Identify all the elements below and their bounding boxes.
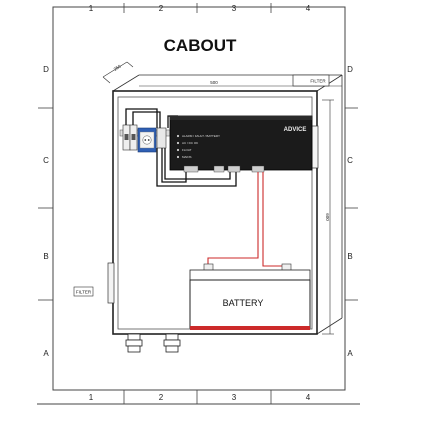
cable-gland-1-icon: [125, 333, 143, 353]
device-brand: ADVICE: [284, 127, 307, 133]
device-label-2: AC / DC OK: [182, 141, 198, 145]
device-terminal-1: [183, 165, 199, 173]
device-terminal-2: [213, 165, 225, 173]
cable-glands: [125, 333, 181, 353]
status-led-4-icon: [176, 155, 180, 159]
power-outlet: [137, 127, 157, 153]
height-dimension: 600: [322, 99, 334, 335]
grid-right: D C B A: [345, 65, 358, 358]
device-terminal-4: [251, 165, 265, 173]
col-label-bottom-1: 1: [89, 393, 94, 402]
col-label-top-3: 3: [232, 4, 237, 13]
battery-top: [189, 269, 311, 281]
advice-power-supply: ADVICE ALARM / FAULT / BATTERY AC / DC O…: [169, 115, 313, 173]
device-label-1: ALARM / FAULT / BATTERY: [182, 134, 220, 138]
filter-left-label: FILTER: [76, 289, 92, 294]
col-label-bottom-3: 3: [232, 393, 237, 402]
grid-bottom: 1 2 3 4: [89, 390, 311, 404]
circuit-breakers: [122, 124, 138, 151]
width-dimension-label: 500: [210, 80, 218, 85]
hinge-right: [311, 125, 319, 169]
row-label-left-a: A: [43, 349, 49, 358]
terminal-block: [156, 127, 167, 149]
grid-left: D C B A: [38, 65, 53, 358]
depth-dimension-label: 250: [113, 63, 122, 71]
status-led-3-icon: [176, 148, 180, 152]
col-label-top-2: 2: [159, 4, 164, 13]
row-label-right-c: C: [347, 156, 353, 165]
row-label-left-c: C: [43, 156, 49, 165]
battery-base: [190, 326, 310, 330]
col-label-bottom-4: 4: [306, 393, 311, 402]
height-dimension-label: 600: [325, 213, 330, 221]
col-label-top-1: 1: [89, 4, 94, 13]
device-terminal-3: [227, 165, 241, 173]
drawing-title: CABOUT: [164, 36, 237, 55]
filter-top: FILTER: [292, 74, 330, 87]
depth-dimension: 250: [102, 61, 134, 84]
row-label-left-b: B: [43, 252, 48, 261]
device-label-3: FLOAT: [182, 148, 192, 152]
grid-top: 1 2 3 4: [89, 3, 311, 13]
device-label-4: MAINS: [182, 155, 192, 159]
battery-body: [189, 279, 311, 329]
red-wires: [207, 172, 286, 267]
row-label-right-b: B: [347, 252, 352, 261]
cable-gland-2-icon: [163, 333, 181, 353]
row-label-right-d: D: [347, 65, 353, 74]
battery-label: BATTERY: [223, 298, 264, 308]
col-label-bottom-2: 2: [159, 393, 164, 402]
drawing-frame: [52, 6, 346, 391]
row-label-right-a: A: [347, 349, 353, 358]
col-label-top-4: 4: [306, 4, 311, 13]
status-led-1-icon: [176, 134, 180, 138]
filter-top-label: FILTER: [310, 79, 326, 84]
battery: BATTERY: [189, 263, 311, 330]
filter-left: FILTER: [73, 262, 115, 304]
status-led-2-icon: [176, 141, 180, 145]
row-label-left-d: D: [43, 65, 49, 74]
